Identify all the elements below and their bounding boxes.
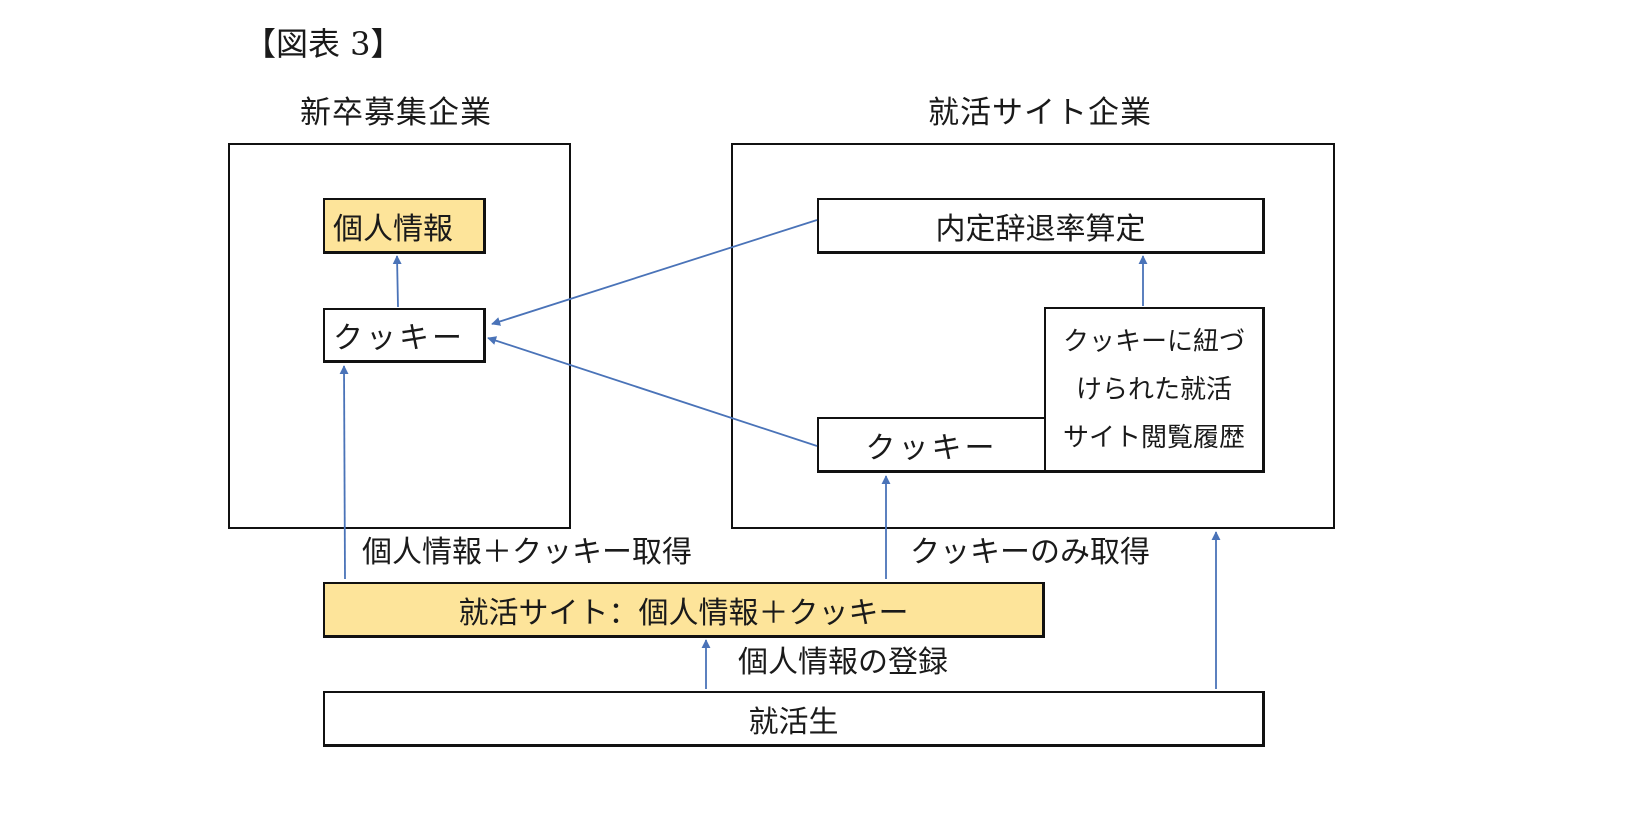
recruiter-cookie-label: クッキー <box>333 321 465 356</box>
recruiter-cookie-box: クッキー <box>323 308 486 363</box>
site-cookie-label: クッキー <box>865 430 998 466</box>
personal-info-box: 個人情報 <box>323 198 486 254</box>
browsing-history-box: クッキーに紐づ けられた就活 サイト閲覧履歴 <box>1044 307 1265 473</box>
figure-label: 【図表 3】 <box>244 25 403 63</box>
offer-decline-rate-box: 内定辞退率算定 <box>817 198 1265 254</box>
label-personal-plus-cookie: 個人情報＋クッキー取得 <box>362 535 692 570</box>
heading-job-site-company: 就活サイト企業 <box>928 95 1152 131</box>
label-register-personal-info: 個人情報の登録 <box>738 645 948 680</box>
browsing-history-line-2: けられた就活 <box>1075 374 1232 405</box>
job-site-label: 就活サイト：個人情報＋クッキー <box>458 595 909 631</box>
heading-recruiting-company: 新卒募集企業 <box>300 95 492 131</box>
job-site-box: 就活サイト：個人情報＋クッキー <box>323 582 1045 638</box>
job-site-company-frame <box>731 143 1335 529</box>
recruiting-company-frame <box>228 143 571 529</box>
student-box: 就活生 <box>323 691 1265 747</box>
label-cookie-only: クッキーのみ取得 <box>910 535 1150 570</box>
browsing-history-line-3: サイト閲覧履歴 <box>1062 422 1245 453</box>
personal-info-label: 個人情報 <box>333 211 453 247</box>
browsing-history-line-1: クッキーに紐づ <box>1062 326 1245 357</box>
offer-decline-rate-label: 内定辞退率算定 <box>935 211 1146 247</box>
site-cookie-box: クッキー <box>817 417 1047 473</box>
student-label: 就活生 <box>748 704 839 740</box>
